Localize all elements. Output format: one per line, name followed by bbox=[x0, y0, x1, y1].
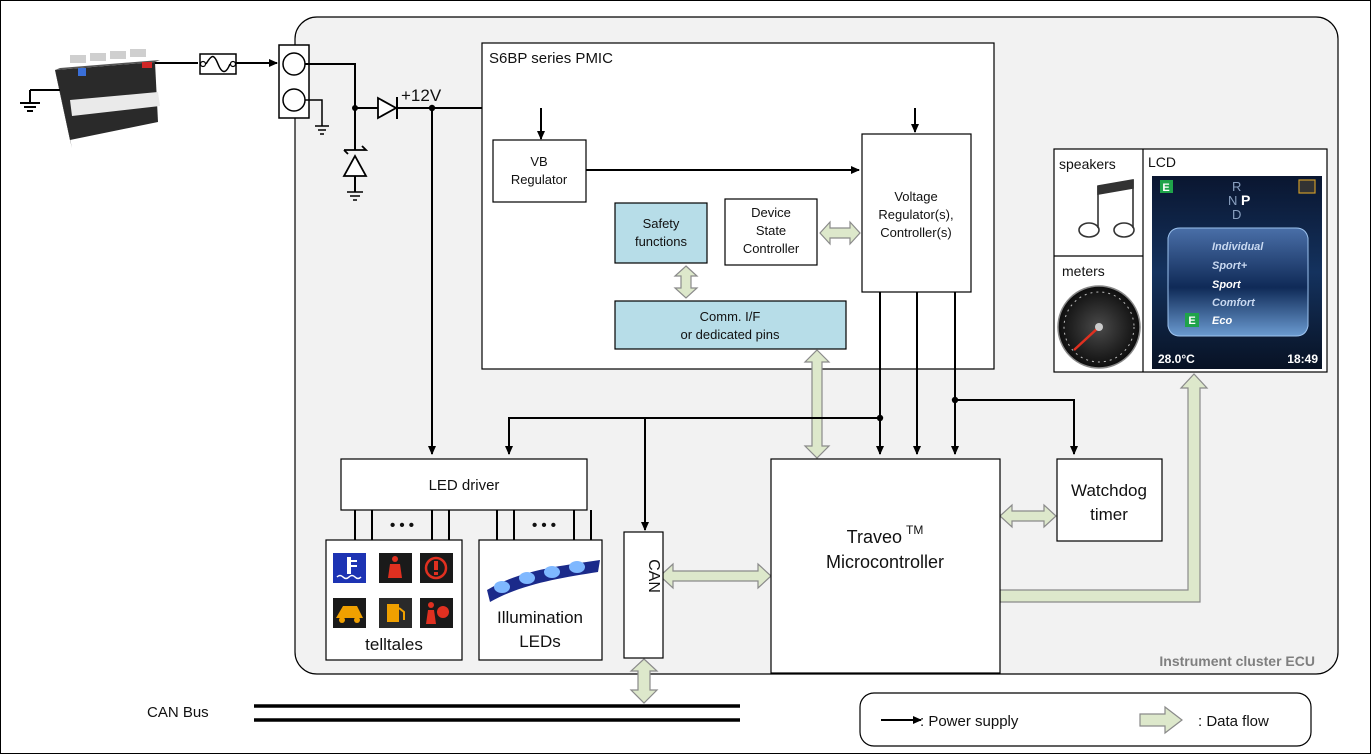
fuse-icon bbox=[199, 53, 237, 75]
illumination-ellipsis: • • • bbox=[532, 517, 556, 534]
lcd-gear-d: D bbox=[1232, 207, 1241, 222]
vb-regulator-block bbox=[492, 139, 587, 203]
lcd-gear-n: N bbox=[1228, 193, 1237, 208]
microcontroller-block bbox=[770, 458, 1001, 674]
can-bus-label: CAN Bus bbox=[147, 704, 209, 721]
comm-if-block bbox=[614, 300, 847, 350]
ground-icon bbox=[315, 125, 329, 135]
watchdog-timer-block bbox=[1056, 458, 1163, 542]
lcd-badge-top: E bbox=[1162, 182, 1169, 194]
voltage-regulator-label-3: Controller(s) bbox=[880, 225, 952, 240]
data-flow-arrows bbox=[629, 220, 1209, 704]
fuel-icon bbox=[379, 598, 412, 628]
legend-power-label: : Power supply bbox=[920, 713, 1019, 730]
vb-regulator-label-2: Regulator bbox=[511, 172, 568, 187]
led-driver-outputs bbox=[354, 510, 592, 540]
lcd-gear-p: P bbox=[1241, 192, 1250, 208]
watchdog-label-1: Watchdog bbox=[1071, 481, 1147, 500]
pmic-title: S6BP series PMIC bbox=[489, 50, 613, 67]
comm-if-label-1: Comm. I/F bbox=[700, 309, 761, 324]
zener-diode-icon bbox=[342, 145, 369, 192]
music-note-icon bbox=[1078, 179, 1135, 238]
voltage-regulator-label-2: Regulator(s), bbox=[878, 207, 953, 222]
legend-data-flow-arrow bbox=[1139, 705, 1183, 735]
lcd-mode-sport: Sport bbox=[1212, 279, 1242, 291]
speedometer-icon bbox=[1057, 285, 1141, 369]
coolant-temperature-icon bbox=[333, 553, 366, 583]
lcd-label: LCD bbox=[1148, 154, 1176, 170]
ecu-label: Instrument cluster ECU bbox=[1159, 653, 1315, 669]
lcd-mode-individual: Individual bbox=[1212, 241, 1264, 253]
brake-warning-icon bbox=[420, 553, 453, 583]
voltage-label: +12V bbox=[401, 86, 442, 105]
can-block bbox=[623, 531, 664, 659]
microcontroller-subtitle: Microcontroller bbox=[826, 552, 944, 572]
device-state-label-2: State bbox=[756, 223, 786, 238]
device-state-controller-block bbox=[724, 198, 818, 266]
comm-if-label-2: or dedicated pins bbox=[680, 327, 780, 342]
microcontroller-name: Traveo TM bbox=[847, 523, 924, 547]
traction-control-icon bbox=[333, 598, 366, 628]
lcd-gear-r: R bbox=[1232, 179, 1241, 194]
telltales-ellipsis: • • • bbox=[390, 517, 414, 534]
trademark-symbol: TM bbox=[906, 523, 923, 537]
connector-icon bbox=[278, 44, 310, 119]
speakers-label: speakers bbox=[1059, 156, 1116, 172]
device-state-label-3: Controller bbox=[743, 241, 800, 256]
lcd-mode-comfort: Comfort bbox=[1212, 297, 1256, 309]
illumination-leds-block bbox=[478, 539, 603, 661]
lcd-time: 18:49 bbox=[1287, 352, 1318, 366]
vb-regulator-label-1: VB bbox=[530, 154, 547, 169]
lcd-temperature: 28.0°C bbox=[1158, 352, 1195, 366]
meters-label: meters bbox=[1062, 263, 1105, 279]
led-driver-block bbox=[340, 458, 588, 511]
led-driver-label: LED driver bbox=[429, 477, 500, 494]
lcd-screen: E R N P D Individual Sport+ Sport Comfor… bbox=[1152, 176, 1322, 369]
safety-functions-block bbox=[614, 202, 708, 264]
seatbelt-icon bbox=[379, 553, 412, 583]
lcd-mode-sport-plus: Sport+ bbox=[1212, 260, 1248, 272]
can-label: CAN bbox=[645, 559, 662, 593]
legend-box bbox=[859, 692, 1312, 747]
device-state-label-1: Device bbox=[751, 205, 791, 220]
voltage-regulator-label-1: Voltage bbox=[894, 189, 937, 204]
telltales-label: telltales bbox=[365, 635, 423, 654]
illumination-label-2: LEDs bbox=[519, 632, 561, 651]
ground-icon bbox=[20, 89, 60, 112]
safety-functions-label-2: functions bbox=[635, 234, 688, 249]
microcontroller-name-text: Traveo bbox=[847, 527, 902, 547]
battery-icon bbox=[55, 49, 160, 148]
illumination-label-1: Illumination bbox=[497, 608, 583, 627]
power-lines bbox=[428, 108, 1078, 531]
safety-functions-label-1: Safety bbox=[643, 216, 680, 231]
led-strip-icon bbox=[487, 560, 600, 602]
legend-data-flow-label: : Data flow bbox=[1198, 713, 1269, 730]
lcd-mode-eco: Eco bbox=[1212, 315, 1232, 327]
ground-icon bbox=[347, 191, 363, 201]
watchdog-label-2: timer bbox=[1090, 505, 1128, 524]
lcd-badge-eco: E bbox=[1188, 315, 1195, 327]
voltage-regulator-block bbox=[861, 133, 972, 293]
airbag-icon bbox=[420, 598, 453, 628]
